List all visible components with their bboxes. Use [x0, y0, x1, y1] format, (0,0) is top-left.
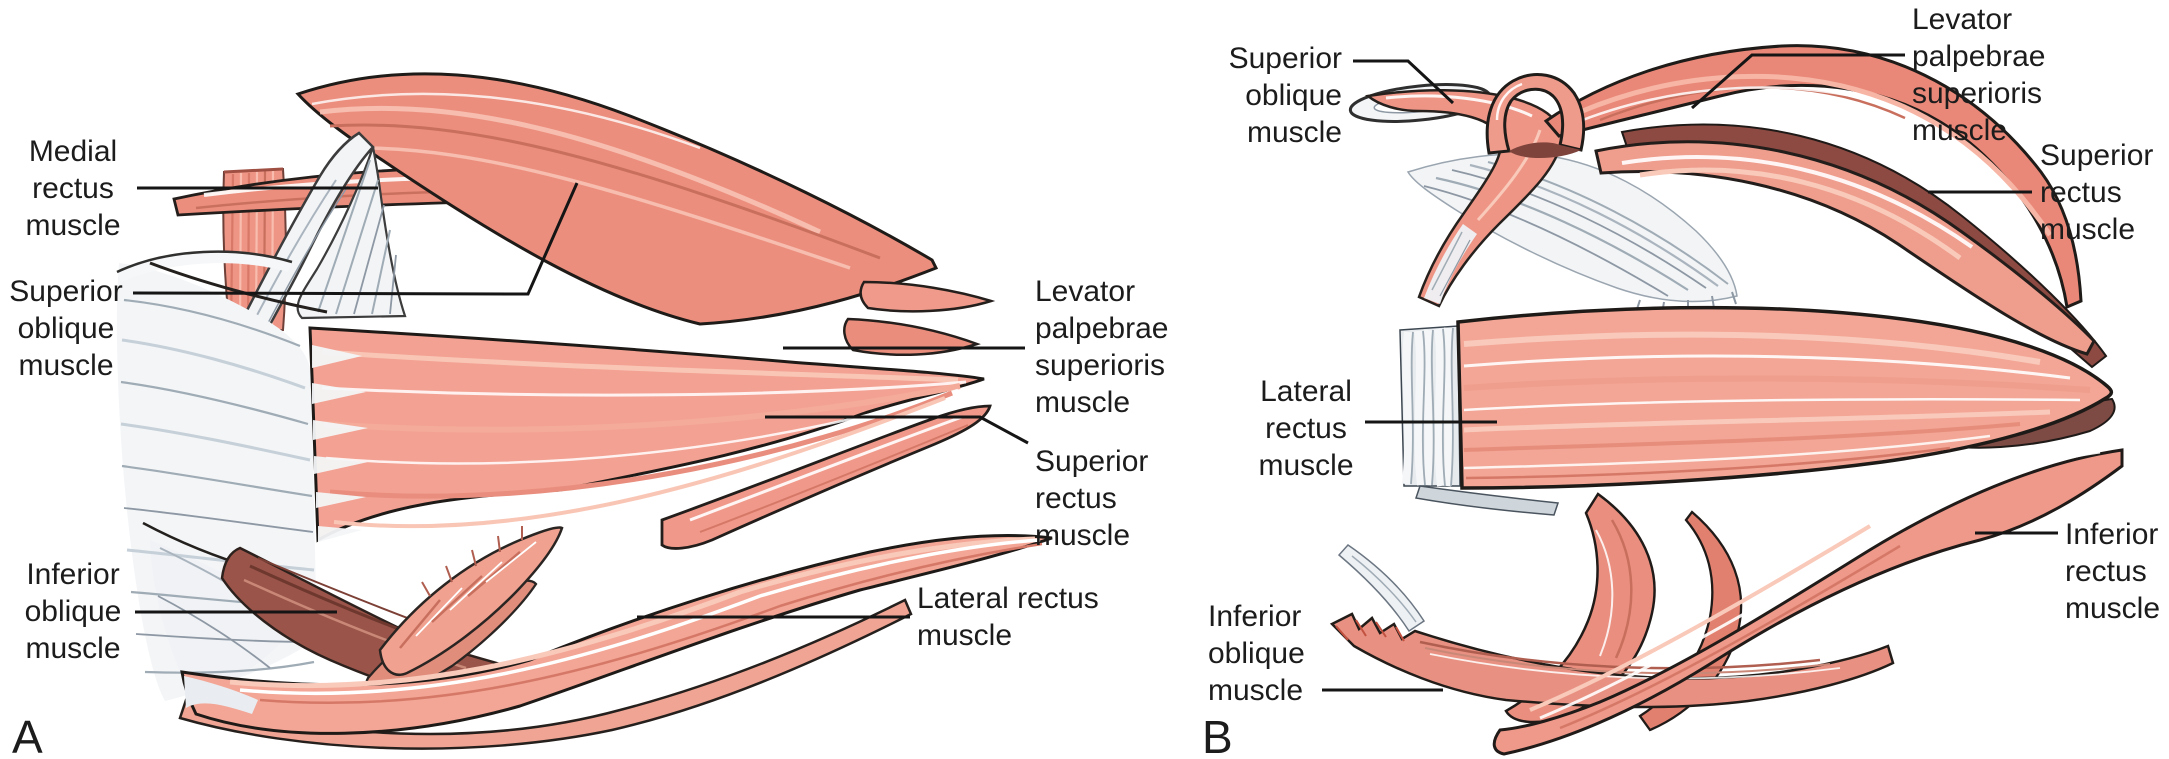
label-lateral-rectus-muscle-a: Lateral rectus muscle [917, 582, 1099, 652]
label-superior-oblique-muscle-a: Superior oblique muscle [9, 275, 123, 382]
leader-lines [132, 53, 2058, 692]
label-inferior-oblique-muscle-a: Inferior oblique muscle [24, 558, 122, 665]
tendon-sliver-lower-a [843, 317, 981, 357]
leader-superior-rectus-a [765, 415, 1029, 445]
label-superior-rectus-muscle-a: Superior rectus muscle [1035, 445, 1149, 552]
leader-superior-oblique-b [1353, 59, 1455, 105]
muscle-superior-rectus-b [1594, 140, 2096, 356]
label-superior-oblique-muscle-b: Superior oblique muscle [1228, 42, 1342, 149]
label-medial-rectus-muscle-a: Medial rectus muscle [25, 135, 121, 242]
crossing-muscle-bands-b [1504, 492, 1743, 732]
leader-levator-b [1691, 53, 1905, 110]
label-levator-palpebrae-muscle-a: Levator palpebrae superioris muscle [1035, 275, 1169, 419]
muscle-levator-palpebrae-b [1543, 44, 2083, 310]
leader-superior-oblique-a [132, 182, 579, 296]
muscle-superior-rectus-a [660, 404, 992, 550]
panel-letter-b: B [1202, 711, 1233, 759]
label-lateral-rectus-muscle-b: Lateral rectus muscle [1258, 375, 1354, 482]
muscle-inferior-rectus-b [1492, 448, 2124, 756]
label-inferior-rectus-muscle-b: Inferior rectus muscle [2065, 518, 2161, 625]
panel-a-illustration [116, 72, 1053, 750]
trochlea-arch-b [1485, 73, 1586, 159]
label-inferior-oblique-muscle-b: Inferior oblique muscle [1208, 600, 1305, 707]
muscle-superior-oblique-b [1365, 88, 1563, 308]
muscle-inferior-oblique-b [1329, 612, 1895, 709]
muscle-levator-palpebrae-a [308, 326, 985, 543]
tendon-sliver-b [1337, 544, 1426, 633]
tendon-sliver-bottom-a [178, 598, 913, 750]
panel-letter-a: A [12, 711, 43, 759]
panel-b-illustration [1329, 44, 2124, 756]
tendon-sliver-upper-a [859, 280, 996, 313]
muscle-lateral-rectus-b [1399, 305, 2114, 516]
cut-muscle-curls-a [364, 526, 564, 698]
label-superior-rectus-muscle-b: Superior rectus muscle [2040, 139, 2154, 246]
label-levator-palpebrae-muscle-b: Levator palpebrae superioris muscle [1912, 3, 2046, 147]
